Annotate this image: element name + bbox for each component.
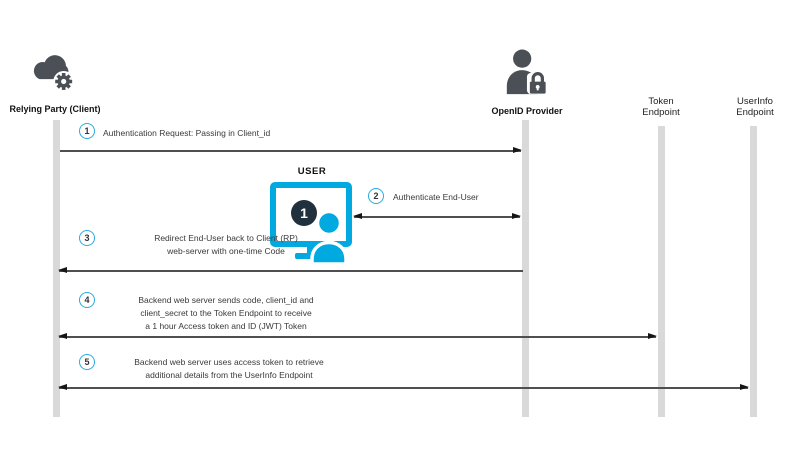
userinfo-endpoint-label: UserInfo Endpoint	[724, 96, 786, 118]
step-5-text: Backend web server uses access token to …	[93, 356, 365, 382]
lifeline-token-endpoint	[658, 126, 665, 417]
step-5-number: 5	[79, 354, 95, 370]
lifeline-userinfo-endpoint	[750, 126, 757, 417]
person-lock-icon	[503, 48, 549, 98]
token-endpoint-label: Token Endpoint	[631, 96, 691, 118]
step-4-line1: Backend web server sends code, client_id…	[138, 295, 314, 305]
monitor-screen-badge: 1	[300, 205, 308, 221]
step-3-number: 3	[79, 230, 95, 246]
arrow-step-4	[58, 333, 657, 340]
step-3-text: Redirect End-User back to Client (RP) we…	[95, 232, 357, 258]
step-4-text: Backend web server sends code, client_id…	[93, 294, 359, 333]
user-label: USER	[297, 166, 327, 177]
step-2-text: Authenticate End-User	[393, 192, 479, 202]
monitor-person-icon: 1	[270, 182, 352, 266]
step-2-number: 2	[368, 188, 384, 204]
step-4-line3: a 1 hour Access token and ID (JWT) Token	[145, 321, 307, 331]
cloud-gear-icon	[28, 46, 80, 96]
step-5-line1: Backend web server uses access token to …	[134, 357, 324, 367]
step-3-line1: Redirect End-User back to Client (RP)	[154, 233, 298, 243]
arrow-step-3	[58, 267, 523, 274]
step-4-number: 4	[79, 292, 95, 308]
step-1-text: Authentication Request: Passing in Clien…	[103, 128, 271, 138]
step-3-line2: web-server with one-time Code	[167, 246, 285, 256]
step-4-line2: client_secret to the Token Endpoint to r…	[140, 308, 312, 318]
step-5-line2: additional details from the UserInfo End…	[145, 370, 313, 380]
lifeline-relying-party	[53, 120, 60, 417]
relying-party-label: Relying Party (Client)	[9, 104, 101, 114]
token-endpoint-line2: Endpoint	[642, 107, 680, 118]
step-1-number: 1	[79, 123, 95, 139]
arrow-step-2	[353, 213, 521, 220]
arrow-step-5	[58, 384, 749, 391]
openid-provider-label: OpenID Provider	[491, 106, 563, 116]
lifeline-openid-provider	[522, 120, 529, 417]
userinfo-endpoint-line1: UserInfo	[737, 96, 773, 107]
userinfo-endpoint-line2: Endpoint	[736, 107, 774, 118]
token-endpoint-line1: Token	[648, 96, 674, 107]
arrow-step-1	[60, 147, 522, 154]
